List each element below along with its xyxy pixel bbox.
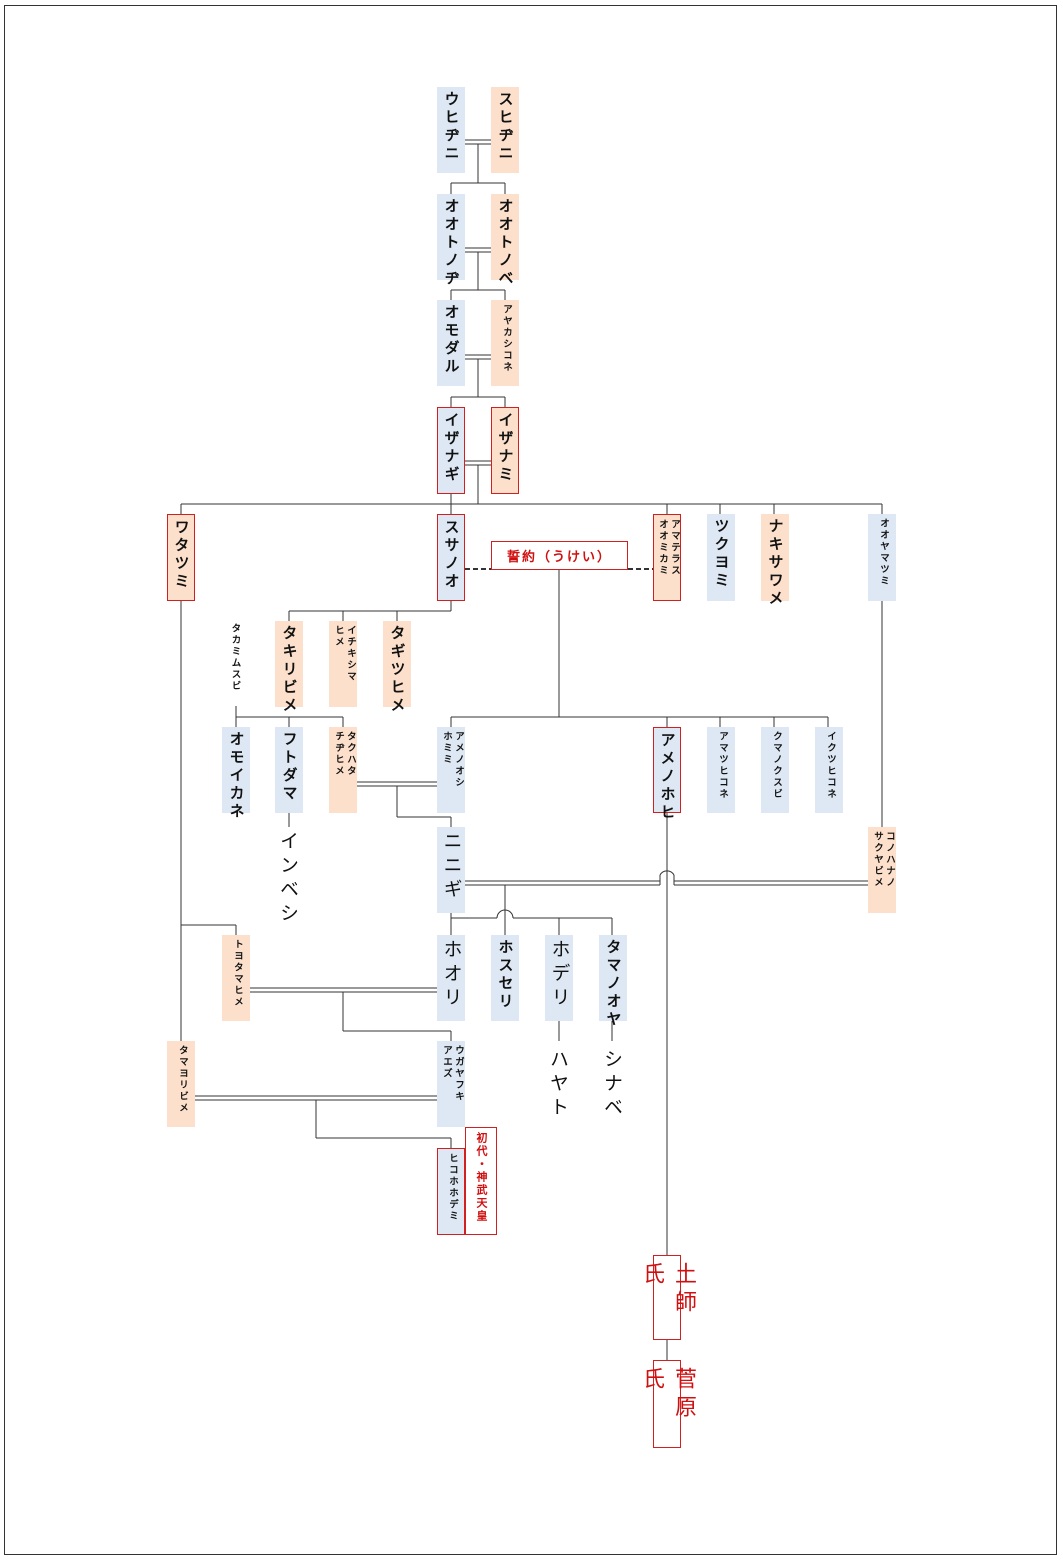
node-label: オモイカネ	[227, 731, 246, 821]
node-kumanokusubi: クマノクスビ	[761, 727, 789, 813]
node-label: フトダマ	[280, 731, 299, 803]
node-toyotamahime: トヨタマヒメ	[222, 935, 250, 1021]
node-ootonoji: オオトノヂ	[437, 194, 465, 288]
node-label: トヨタマヒメ	[232, 939, 243, 1008]
node-ninigi: ニニギ	[437, 827, 465, 913]
node-takiribime: タキリビメ	[275, 621, 303, 715]
node-amenooshi: アメノオシ ホミミ	[437, 727, 465, 813]
node-hikohohodemi: ヒコホホデミ	[437, 1148, 465, 1235]
node-label: サクヤビメ	[872, 831, 883, 889]
clan-text: 菅原氏	[639, 1367, 696, 1423]
node-label: ホスセリ	[496, 939, 515, 1011]
node-suhijini: スヒヂニ	[491, 87, 519, 173]
node-amatsuhikone: アマツヒコネ	[707, 727, 735, 813]
node-label: ツクヨミ	[712, 518, 731, 590]
node-label: タマヨリビメ	[177, 1045, 188, 1114]
node-nakisawame: ナキサワメ	[761, 514, 789, 608]
node-label: イザナミ	[496, 412, 515, 484]
node-amenohohi: アメノホヒ	[653, 727, 681, 822]
jinmu-text: 初代・神武天皇	[475, 1132, 488, 1223]
node-ikutsuhikone: イクツヒコネ	[815, 727, 843, 813]
node-ootonobe: オオトノベ	[491, 194, 519, 288]
node-tagitsuhime: タギツヒメ	[383, 621, 411, 715]
label-inbe: インベシ	[277, 831, 299, 927]
node-ayakashikone: アヤカシコネ	[491, 300, 519, 386]
node-tamanooya: タマノオヤ	[599, 935, 627, 1029]
node-label: アマツヒコネ	[717, 731, 728, 800]
node-label: コノハナノ	[884, 831, 895, 889]
node-label: ニニギ	[440, 831, 463, 903]
clan-sugawara: 菅原氏	[639, 1360, 696, 1448]
node-label: ホオリ	[440, 939, 463, 1011]
node-susanoo: スサノオ	[437, 514, 465, 601]
node-label: ウガヤフキ	[453, 1045, 464, 1103]
node-omoikane: オモイカネ	[222, 727, 250, 821]
node-label: チヂヒメ	[333, 731, 344, 777]
node-konohanasakuya: コノハナノ サクヤビメ	[868, 827, 896, 913]
node-ugaya: ウガヤフキ アエズ	[437, 1041, 465, 1127]
node-futodama: フトダマ	[275, 727, 303, 813]
node-label: イチキシマ	[345, 625, 356, 683]
node-omodaru: オモダル	[437, 300, 465, 386]
label-hayato: ハヤト	[547, 1049, 569, 1121]
node-label: アマテラス	[669, 519, 680, 577]
node-ooyamatsumi: オオヤマツミ	[868, 514, 896, 601]
node-izanagi: イザナギ	[437, 407, 465, 494]
node-label: オオミカミ	[657, 519, 668, 577]
node-label: タクハタ	[345, 731, 356, 777]
node-hoderi: ホデリ	[545, 935, 573, 1021]
node-label: オオトノヂ	[442, 198, 461, 288]
node-label: ホデリ	[548, 939, 571, 1011]
node-label: ワタツミ	[172, 519, 191, 591]
oath-label: 誓約（うけい）	[491, 541, 628, 570]
node-hoori: ホオリ	[437, 935, 465, 1021]
node-label: アヤカシコネ	[501, 304, 512, 373]
node-label: オモダル	[442, 304, 461, 376]
node-label: ホミミ	[441, 731, 452, 766]
clan-haji: 土師氏	[639, 1255, 696, 1340]
node-label: イクツヒコネ	[825, 731, 836, 800]
node-label: ヒメ	[333, 625, 344, 648]
node-amaterasu: アマテラス オオミカミ	[653, 514, 681, 601]
node-label: アエズ	[441, 1045, 452, 1080]
node-label: イザナギ	[442, 412, 461, 484]
node-label: オオトノベ	[496, 198, 515, 288]
node-label: アメノオシ	[453, 731, 464, 789]
node-label: ウヒヂニ	[442, 91, 461, 163]
node-label: タマノオヤ	[604, 939, 623, 1029]
jinmu-label: 初代・神武天皇	[465, 1127, 497, 1235]
node-hoseri: ホスセリ	[491, 935, 519, 1021]
node-label: クマノクスビ	[771, 731, 782, 800]
node-label: スヒヂニ	[496, 91, 515, 163]
node-label: ヒコホホデミ	[447, 1153, 458, 1222]
diagram-frame	[4, 5, 1057, 1555]
node-uhijini: ウヒヂニ	[437, 87, 465, 173]
label-shinabe: シナベ	[601, 1049, 623, 1121]
oath-text: 誓約（うけい）	[506, 550, 612, 565]
node-tsukuyomi: ツクヨミ	[707, 514, 735, 601]
node-takuhata: タクハタ チヂヒメ	[329, 727, 357, 813]
node-label: タキリビメ	[280, 625, 299, 715]
node-watatsumi: ワタツミ	[167, 514, 195, 601]
node-tamayorihime: タマヨリビメ	[167, 1041, 195, 1127]
node-ichikishima: イチキシマ ヒメ	[329, 621, 357, 707]
node-label: タギツヒメ	[388, 625, 407, 715]
node-label: アメノホヒ	[658, 732, 677, 822]
clan-text: 土師氏	[639, 1262, 696, 1318]
node-label: ナキサワメ	[766, 518, 785, 608]
label-takamimusubi: タカミムスビ	[229, 623, 241, 692]
node-label: スサノオ	[442, 519, 461, 591]
node-izanami: イザナミ	[491, 407, 519, 494]
node-label: オオヤマツミ	[878, 518, 889, 587]
